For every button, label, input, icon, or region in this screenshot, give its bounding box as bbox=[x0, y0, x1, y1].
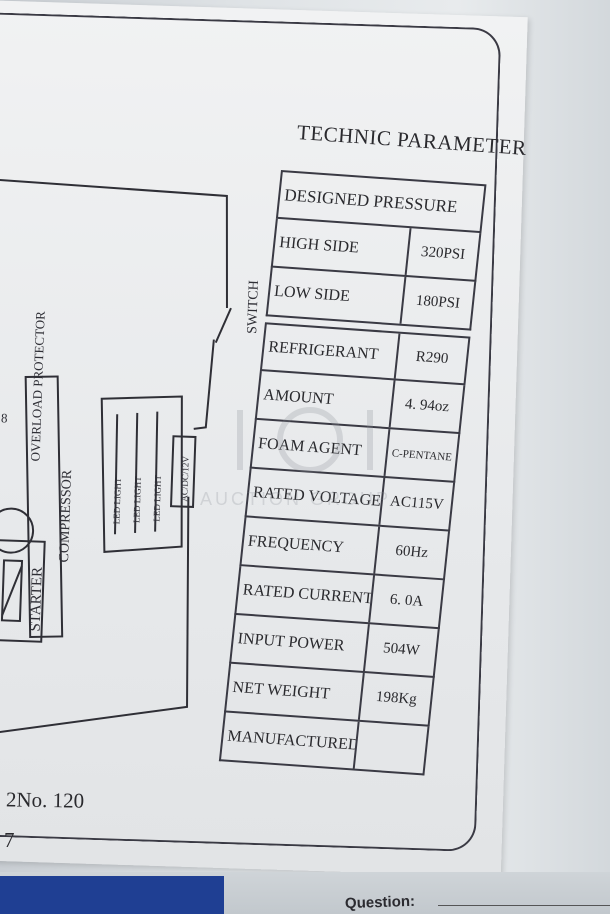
question-line bbox=[438, 905, 610, 906]
led-light-label-3: LED LIGHT bbox=[151, 474, 163, 522]
manufactured-label: MANUFACTURED bbox=[221, 712, 360, 769]
low-side-value: 180PSI bbox=[415, 292, 461, 312]
frequency-label: FREQUENCY bbox=[241, 517, 381, 574]
rated-current-label: RATED CURRENT bbox=[236, 566, 376, 623]
input-power-value: 504W bbox=[382, 640, 421, 659]
manufactured-value bbox=[355, 722, 428, 774]
input-power-label: INPUT POWER bbox=[231, 614, 370, 672]
led-light-label-2: LED LIGHT bbox=[131, 476, 143, 524]
switch-label: SWITCH bbox=[245, 280, 262, 334]
rated-voltage-value: AC115V bbox=[389, 493, 445, 514]
question-label: Question: bbox=[344, 892, 416, 913]
adapter-label: AC/DC/12V bbox=[179, 455, 191, 501]
net-weight-label: NET WEIGHT bbox=[226, 663, 365, 720]
net-weight-value: 198Kg bbox=[375, 688, 418, 708]
rated-current-value: 6. 0A bbox=[389, 591, 425, 610]
wiring-diagram: SWITCH OVERLOAD PROTECTOR COMPRESSOR STA… bbox=[0, 178, 262, 736]
overload-protector-label: OVERLOAD PROTECTOR bbox=[28, 311, 48, 462]
frequency-value: 60Hz bbox=[394, 542, 429, 562]
low-side-label: LOW SIDE bbox=[267, 267, 407, 324]
blue-bar bbox=[0, 876, 224, 914]
rated-voltage-label: RATED VOLTAGE bbox=[246, 468, 386, 525]
led-light-label-1: LED LIGHT bbox=[111, 477, 123, 525]
starter-label: STARTER bbox=[28, 567, 46, 632]
foam-agent-label: FOAM AGENT bbox=[251, 419, 391, 477]
foam-agent-value: C-PENTANE bbox=[391, 446, 453, 464]
high-side-label: HIGH SIDE bbox=[272, 218, 412, 276]
amount-label: AMOUNT bbox=[256, 371, 396, 428]
amount-value: 4. 94oz bbox=[404, 396, 450, 416]
high-side-value: 320PSI bbox=[420, 244, 466, 264]
refrigerant-value: R290 bbox=[415, 348, 450, 368]
model-number-line2: 7 bbox=[4, 828, 15, 852]
model-number: 2No. 120 bbox=[5, 787, 85, 813]
refrigerant-label: REFRIGERANT bbox=[262, 324, 401, 379]
diagram-partial-label: 8 bbox=[1, 410, 8, 425]
compressor-label: COMPRESSOR bbox=[57, 469, 75, 563]
